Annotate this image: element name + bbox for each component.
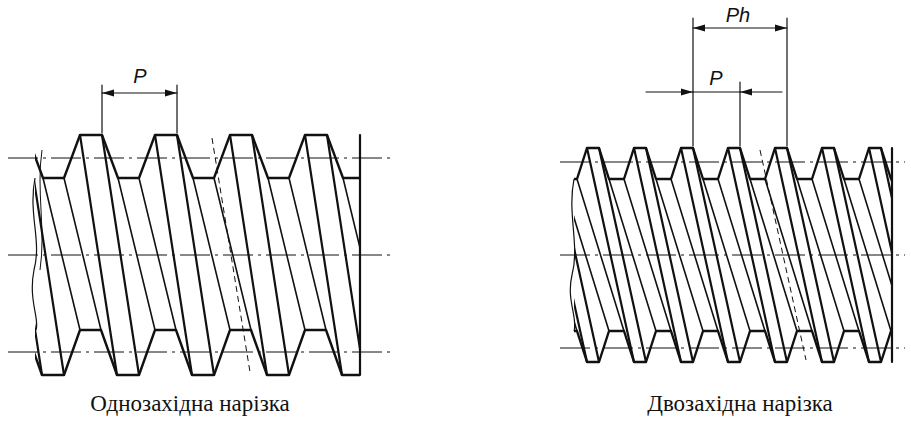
dimension-label: P (709, 68, 722, 88)
thread-profile (574, 331, 892, 362)
extension-line (101, 85, 102, 133)
dimension-line (693, 27, 787, 28)
break-line (40, 150, 42, 270)
root-helix-line (289, 178, 326, 330)
dimension-line (693, 91, 740, 92)
root-helix-line (64, 178, 101, 330)
root-helix-line (43, 178, 80, 330)
caption-label: Двозахідна нарізка (647, 392, 833, 415)
arrowhead (740, 89, 752, 96)
root-helix-line (118, 178, 155, 330)
arrowhead (165, 90, 177, 97)
extension-line (692, 18, 693, 146)
extension-line (786, 18, 787, 146)
root-helix-line (343, 178, 360, 330)
thread-profile (574, 148, 892, 179)
arrowhead (102, 90, 114, 97)
root-helix-line (214, 178, 251, 330)
thread-profile (35, 330, 360, 375)
pitch-line (8, 158, 392, 159)
caption-label: Однозахідна нарізка (90, 392, 290, 415)
pitch-line (8, 352, 392, 353)
axis-line (560, 255, 905, 256)
arrowhead (693, 25, 705, 32)
break-line (32, 178, 37, 330)
root-helix-line (268, 178, 305, 330)
root-helix-line (193, 178, 230, 330)
dimension-label: Ph (726, 5, 750, 25)
arrowhead (681, 89, 693, 96)
extension-line (176, 85, 177, 133)
root-helix-line (139, 178, 176, 330)
thread-profile (35, 135, 360, 178)
dimension-label: P (133, 66, 146, 86)
axis-line (8, 255, 392, 256)
pitch-line (560, 162, 905, 163)
pitch-line (560, 348, 905, 349)
arrowhead (775, 25, 787, 32)
rod-end (891, 148, 893, 362)
